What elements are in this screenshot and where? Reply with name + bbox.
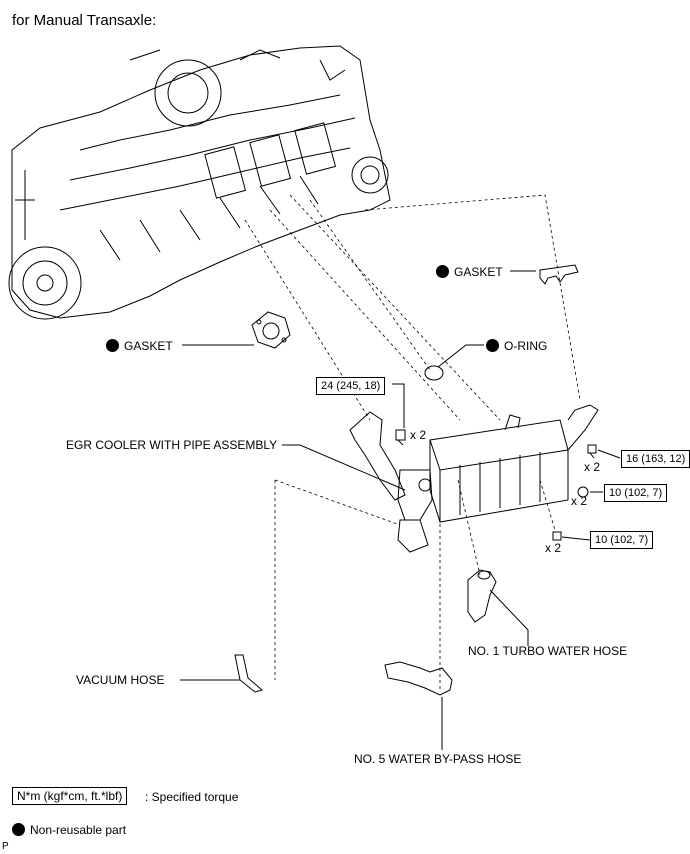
engine-block-illustration bbox=[8, 45, 391, 320]
vacuum-hose-part bbox=[234, 654, 264, 693]
legend-torque-text: : Specified torque bbox=[145, 790, 239, 804]
leader-lines bbox=[180, 270, 621, 750]
non-reusable-dot-icon bbox=[486, 339, 499, 352]
o-ring-label: O-RING bbox=[486, 339, 547, 353]
footer-mark: P bbox=[2, 841, 9, 852]
quantity-label-1: x 2 bbox=[410, 428, 427, 442]
torque-box-4: 10 (102, 7) bbox=[590, 531, 654, 549]
torque-box-2: 16 (163, 12) bbox=[621, 450, 690, 468]
gasket-top-label: GASKET bbox=[436, 265, 503, 279]
vacuum-hose-label: VACUUM HOSE bbox=[76, 673, 165, 687]
gasket-top-part bbox=[539, 264, 579, 285]
gasket-left-label: GASKET bbox=[106, 339, 173, 353]
legend-torque-box: N*m (kgf*cm, ft.*lbf) bbox=[12, 787, 128, 805]
non-reusable-dot-icon bbox=[12, 823, 25, 836]
non-reusable-dot-icon bbox=[436, 265, 449, 278]
gasket-left-part bbox=[251, 311, 291, 349]
bolts bbox=[395, 429, 597, 541]
turbo-water-hose-label: NO. 1 TURBO WATER HOSE bbox=[468, 644, 628, 658]
water-bypass-hose-part bbox=[384, 661, 453, 696]
alignment-lines bbox=[244, 194, 581, 690]
non-reusable-dot-icon bbox=[106, 339, 119, 352]
quantity-label-4: x 2 bbox=[545, 541, 562, 555]
page-title: for Manual Transaxle: bbox=[12, 12, 157, 29]
water-bypass-hose-label: NO. 5 WATER BY-PASS HOSE bbox=[354, 752, 522, 766]
turbo-water-hose-part bbox=[467, 569, 497, 623]
legend-nonreusable: Non-reusable part bbox=[12, 823, 126, 837]
torque-box-3: 10 (102, 7) bbox=[604, 484, 668, 502]
egr-cooler-part bbox=[349, 404, 599, 553]
quantity-label-2: x 2 bbox=[584, 460, 601, 474]
turbo-hose-end bbox=[477, 570, 491, 580]
torque-box-1: 24 (245, 18) bbox=[316, 377, 386, 395]
quantity-label-3: x 2 bbox=[571, 494, 588, 508]
egr-cooler-label: EGR COOLER WITH PIPE ASSEMBLY bbox=[66, 438, 278, 452]
o-ring-part bbox=[424, 365, 444, 381]
